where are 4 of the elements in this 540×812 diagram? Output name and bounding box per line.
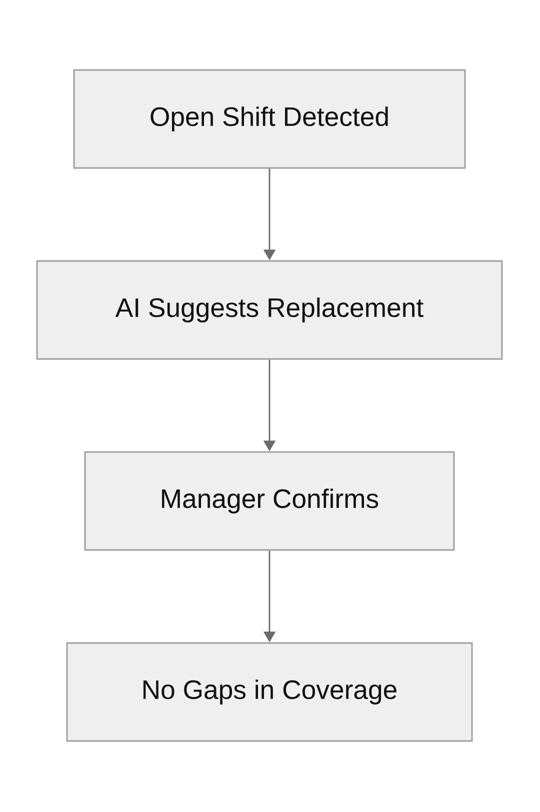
process-box: Open Shift Detected: [73, 69, 466, 169]
process-box: No Gaps in Coverage: [66, 642, 473, 742]
process-box: AI Suggests Replacement: [36, 260, 503, 360]
process-box: Manager Confirms: [84, 451, 455, 551]
